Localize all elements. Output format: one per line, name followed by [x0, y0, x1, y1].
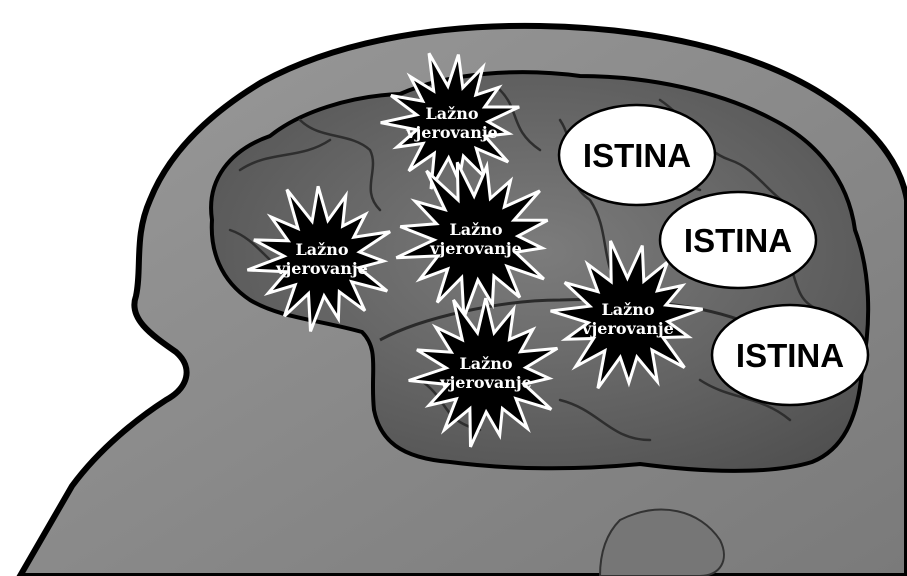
truth-ellipse: ISTINA	[712, 305, 868, 405]
burst-label-line1: Lažno	[601, 300, 654, 319]
burst-label-line1: Lažno	[425, 104, 478, 123]
truth-ellipse: ISTINA	[660, 192, 816, 288]
truth-label: ISTINA	[684, 222, 792, 259]
burst-label-line1: Lažno	[449, 220, 502, 239]
truth-label: ISTINA	[736, 337, 844, 374]
burst-label-line2: vjerovanje	[275, 259, 368, 278]
burst-label-line2: vjerovanje	[581, 319, 674, 338]
burst-label-line1: Lažno	[295, 240, 348, 259]
truth-ellipse: ISTINA	[559, 105, 715, 205]
burst-label-line1: Lažno	[459, 354, 512, 373]
burst-label-line2: vjerovanje	[429, 239, 522, 258]
burst-label-line2: vjerovanje	[439, 373, 532, 392]
truth-label: ISTINA	[583, 137, 691, 174]
burst-label-line2: vjerovanje	[405, 123, 498, 142]
